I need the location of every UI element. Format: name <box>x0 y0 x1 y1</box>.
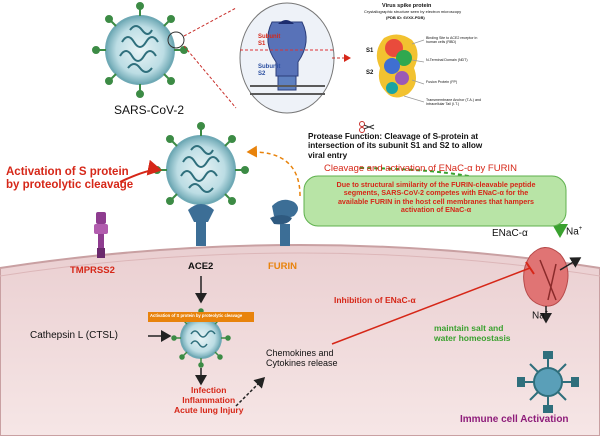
protease-text: Protease Function: Cleavage of S-protein… <box>308 132 483 160</box>
tmprss2-label: TMPRSS2 <box>70 265 115 276</box>
spike-zoom <box>239 2 335 114</box>
ace2-receptor <box>188 204 214 246</box>
spike-pdb: (PDB ID: 6VXX-PDB) <box>386 15 425 20</box>
spike-subtitle: Crystallographic structure seen by elect… <box>364 9 462 14</box>
enac-channel <box>523 247 569 307</box>
immune-label: Immune cell Activation <box>460 414 569 425</box>
immune-cell <box>517 351 579 413</box>
na-top-plus: + <box>578 226 583 232</box>
na-bottom-text: Na <box>532 310 545 322</box>
furin-label: FURIN <box>268 261 298 272</box>
virus-label: SARS-CoV-2 <box>114 103 185 117</box>
activation-bar <box>148 312 254 322</box>
maintain-label: maintain salt and water homeostasis <box>434 323 511 343</box>
legend-ta: Transmembrane Anchor (T.A.) and Intracel… <box>426 98 481 107</box>
membrane-inner-line <box>0 252 600 277</box>
ace2-label: ACE2 <box>188 261 214 272</box>
furin-receptor <box>270 199 298 246</box>
virus-inside <box>171 308 231 368</box>
subunit-s1-label: Subunit S1 <box>258 34 281 47</box>
legend-rbd: Binding Site to ACE2 receptor in human c… <box>426 36 478 45</box>
cleavage-text: Cleavage and activation of ENaC-α by FUR… <box>324 163 517 174</box>
s1-label: S1 <box>366 48 374 54</box>
na-bottom-label: Na+ <box>532 310 548 322</box>
scissors-icon <box>359 121 375 133</box>
activation-arrow <box>119 159 162 183</box>
subunit-s2-label: Subunit S2 <box>258 64 281 77</box>
chemokines-label: Chemokines and Cytokines release <box>266 348 338 369</box>
protease-arrow <box>246 145 301 197</box>
cathepsin-label: Cathepsin L (CTSL) <box>30 330 118 341</box>
legend-fp: Fusion Protein (FP) <box>426 80 458 84</box>
inhibition-label: Inhibition of ENaC-α <box>334 295 416 305</box>
crystal-structure <box>376 34 425 103</box>
na-bottom-plus: + <box>544 310 549 316</box>
virus-top <box>92 2 188 98</box>
spike-title: Virus spike protein <box>382 3 432 9</box>
inhibition-line <box>331 267 531 345</box>
enac-label: ENaC-α <box>492 228 528 239</box>
s2-label: S2 <box>366 70 374 76</box>
na-top-text: Na <box>566 226 579 238</box>
activation-text: Activation of S protein by proteolytic c… <box>6 166 134 192</box>
activation-small-text: Activation of S protein by proteolytic c… <box>150 312 243 318</box>
similarity-box <box>303 175 567 227</box>
legend-ntd: N-Terminal Domain (NDT) <box>426 58 468 62</box>
tmprss2-receptor <box>94 212 108 258</box>
infection-label: Infection Inflammation Acute lung Injury <box>174 385 244 415</box>
virus-middle <box>153 122 249 205</box>
na-top-label: Na+ <box>566 226 582 238</box>
similarity-text: Due to structural similarity of the FURI… <box>336 180 536 214</box>
